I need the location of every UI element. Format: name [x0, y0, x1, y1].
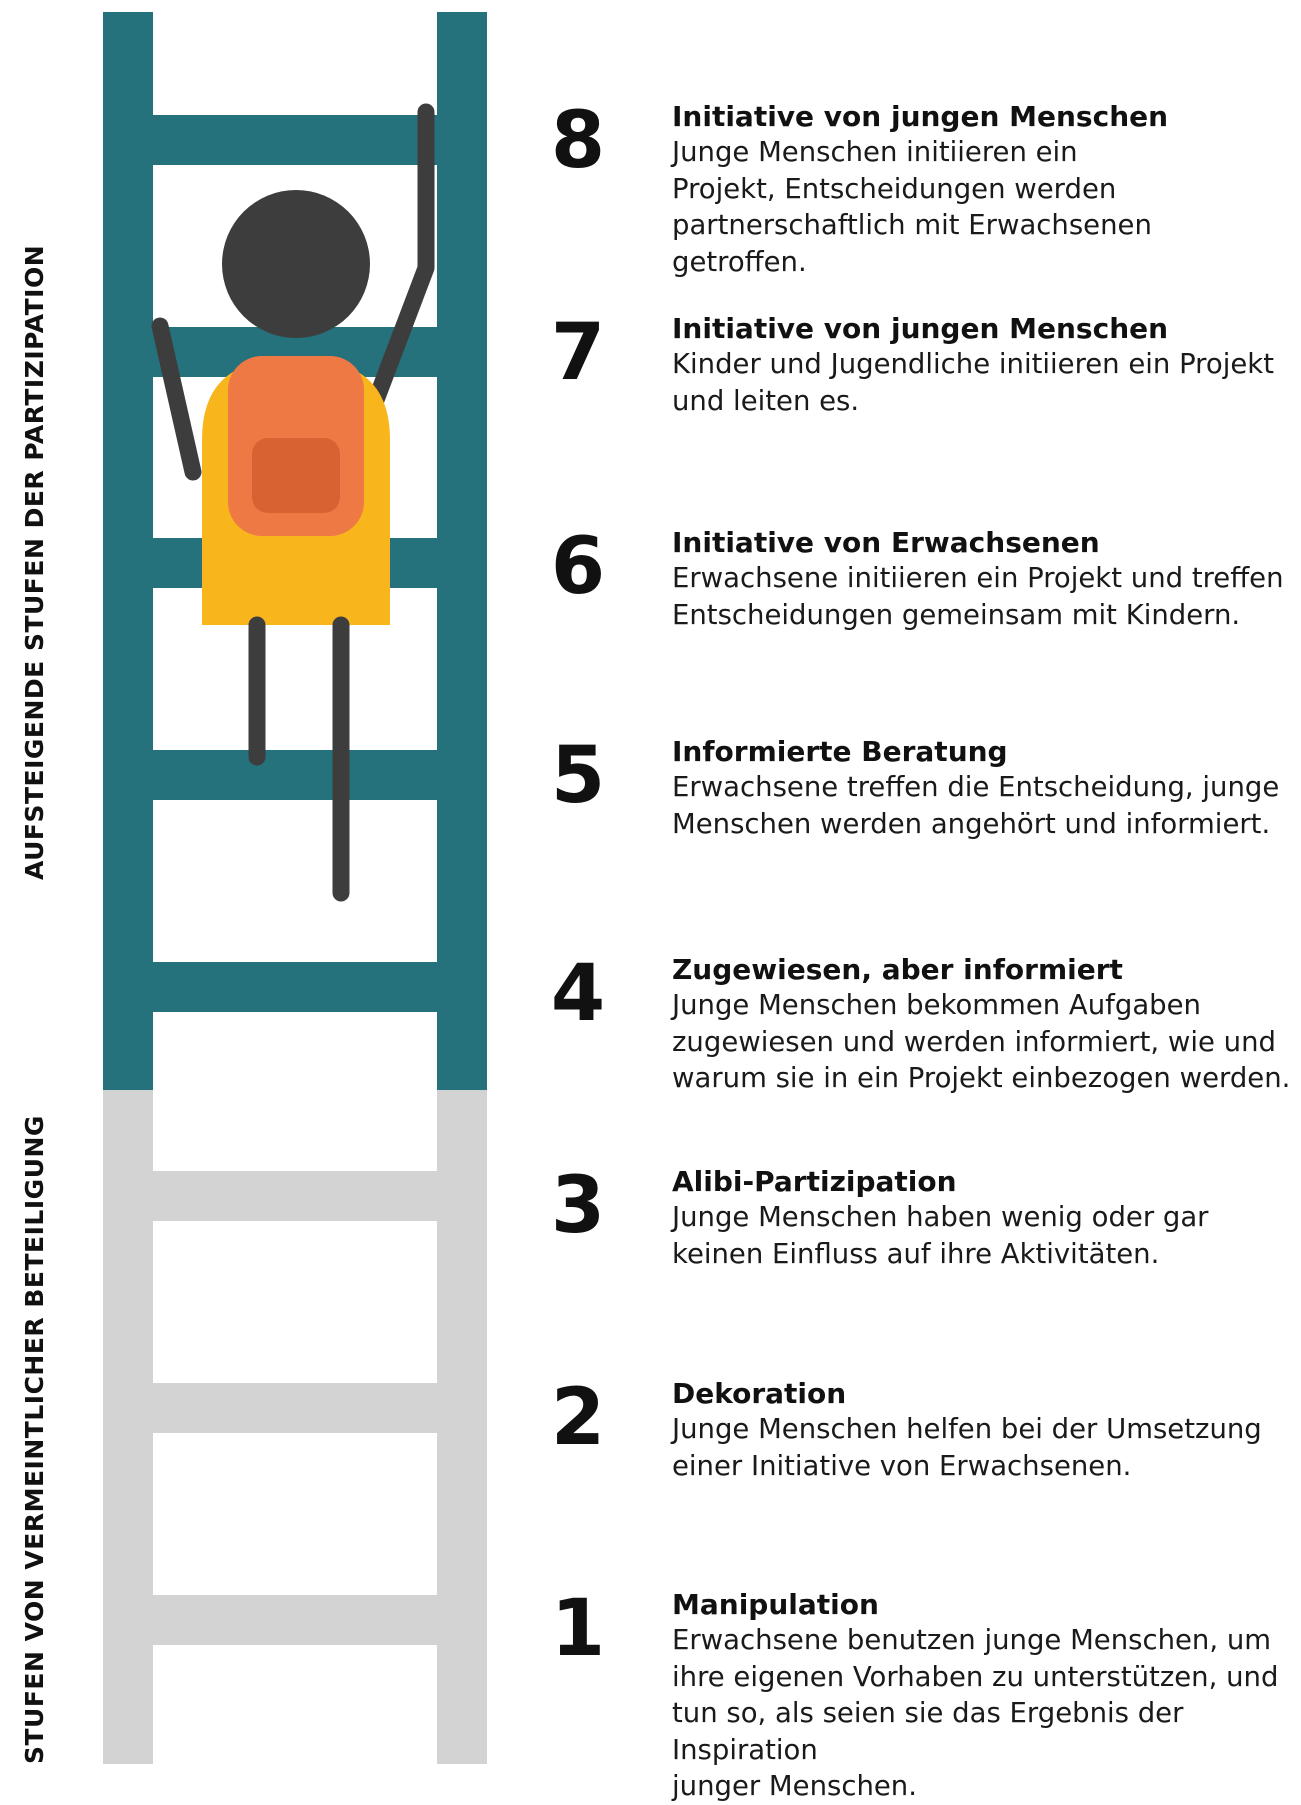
ladder-rung-gray [103, 1383, 487, 1433]
step-text: Zugewiesen, aber informiert Junge Mensch… [672, 953, 1292, 1097]
step-number: 2 [550, 1373, 606, 1463]
step-description: warum sie in ein Projekt einbezogen werd… [672, 1062, 1291, 1094]
step-number: 7 [550, 308, 606, 398]
step-text: Manipulation Erwachsene benutzen junge M… [672, 1588, 1292, 1805]
step-text: Alibi-Partizipation Junge Menschen haben… [672, 1165, 1292, 1272]
step-text: Initiative von jungen Menschen Junge Men… [672, 100, 1292, 280]
person-left-arm [151, 317, 202, 481]
step-description: partnerschaftlich mit Erwachsenen getrof… [672, 209, 1152, 278]
step-title: Informierte Beratung [672, 735, 1008, 768]
step-title: Manipulation [672, 1588, 879, 1621]
step-description: tun so, als seien sie das Ergebnis der I… [672, 1697, 1184, 1766]
step-description: ihre eigenen Vorhaben zu unterstützen, u… [672, 1660, 1279, 1693]
person-right-arm [367, 103, 435, 409]
step-description: Projekt, Entscheidungen werden [672, 172, 1117, 205]
step-description: junger Menschen. [672, 1770, 917, 1802]
step-description: zugewiesen und werden informiert, wie un… [672, 1025, 1276, 1058]
step-title: Initiative von jungen Menschen [672, 312, 1169, 345]
ladder-rung-gray [103, 1171, 487, 1221]
step-title: Initiative von jungen Menschen [672, 100, 1169, 133]
step-description: Kinder und Jugendliche initiieren ein Pr… [672, 348, 1274, 380]
step-description: Entscheidungen gemeinsam mit Kindern. [672, 598, 1241, 631]
ladder-rung-gray [103, 1595, 487, 1645]
step-description: Erwachsene treffen die Entscheidung, jun… [672, 771, 1280, 803]
step-description: Junge Menschen helfen bei der Umsetzung [672, 1413, 1262, 1445]
step-title: Zugewiesen, aber informiert [672, 953, 1123, 986]
step-description: einer Initiative von Erwachsenen. [672, 1449, 1132, 1482]
backpack-pocket [252, 438, 340, 513]
step-text: Informierte Beratung Erwachsene treffen … [672, 735, 1292, 842]
step-number: 6 [550, 522, 606, 612]
person-head [222, 190, 370, 338]
step-description: und leiten es. [672, 384, 860, 417]
step-description: Junge Menschen haben wenig oder gar [672, 1201, 1209, 1233]
step-text: Dekoration Junge Menschen helfen bei der… [672, 1377, 1292, 1484]
climbing-person [151, 103, 435, 902]
ladder-illustration [103, 12, 487, 1764]
step-description: keinen Einfluss auf ihre Aktivitäten. [672, 1237, 1160, 1270]
step-title: Dekoration [672, 1377, 847, 1410]
ladder-rung-teal [103, 962, 487, 1012]
ladder-teal-part [103, 12, 487, 1090]
step-description: Junge Menschen bekommen Aufgaben [672, 989, 1201, 1021]
step-description: Erwachsene initiieren ein Projekt und tr… [672, 562, 1284, 594]
step-title: Initiative von Erwachsenen [672, 526, 1100, 559]
ladder-gray-part [103, 1090, 487, 1764]
step-number: 5 [550, 731, 606, 821]
step-description: Menschen werden angehört und informiert. [672, 807, 1271, 840]
ladder-rung-teal [103, 750, 487, 800]
step-number: 8 [550, 96, 606, 186]
step-description: Erwachsene benutzen junge Menschen, um [672, 1624, 1272, 1656]
step-number: 1 [550, 1584, 606, 1674]
step-title: Alibi-Partizipation [672, 1165, 957, 1198]
step-description: Junge Menschen initiieren ein [672, 136, 1078, 168]
step-text: Initiative von jungen Menschen Kinder un… [672, 312, 1292, 419]
step-text: Initiative von Erwachsenen Erwachsene in… [672, 526, 1292, 633]
step-number: 4 [550, 949, 606, 1039]
step-number: 3 [550, 1161, 606, 1251]
